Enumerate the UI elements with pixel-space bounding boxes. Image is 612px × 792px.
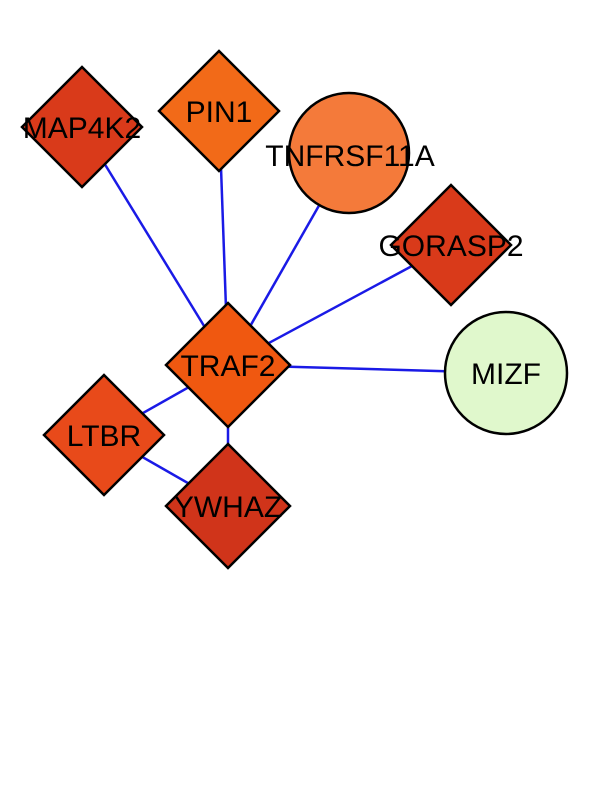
node-pin1[interactable]: PIN1: [157, 49, 281, 173]
node-tnfrsf11a[interactable]: TNFRSF11A: [265, 91, 435, 215]
node-circle-shape: [443, 310, 569, 436]
node-label: MIZF: [471, 358, 541, 391]
node-ywhaz[interactable]: YWHAZ: [164, 442, 292, 570]
node-label: LTBR: [67, 420, 141, 453]
edge-traf2-map4k2: [80, 126, 230, 366]
node-traf2[interactable]: TRAF2: [164, 301, 292, 429]
node-gorasp2[interactable]: GORASP2: [378, 183, 524, 307]
node-mizf[interactable]: MIZF: [443, 310, 569, 436]
node-diamond-shape: [389, 183, 513, 307]
node-diamond-shape: [157, 49, 281, 173]
node-label: TNFRSF11A: [265, 140, 434, 173]
node-label: PIN1: [186, 96, 253, 129]
node-label: GORASP2: [378, 230, 523, 263]
node-map4k2[interactable]: MAP4K2: [20, 65, 144, 189]
node-circle-shape: [287, 91, 411, 215]
node-label: TRAF2: [180, 350, 275, 383]
node-label: MAP4K2: [23, 112, 141, 145]
node-diamond-shape: [164, 442, 292, 570]
node-ltbr[interactable]: LTBR: [42, 373, 166, 497]
node-diamond-shape: [42, 373, 166, 497]
node-diamond-shape: [20, 65, 144, 189]
node-label: YWHAZ: [174, 491, 282, 524]
node-diamond-shape: [164, 301, 292, 429]
